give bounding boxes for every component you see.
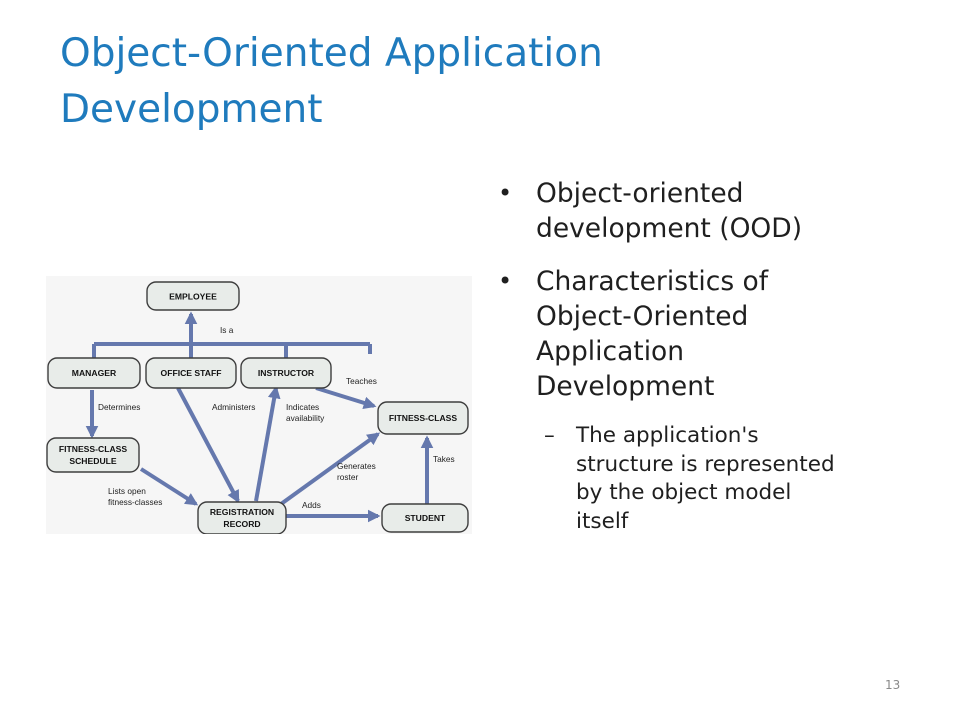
bullet-characteristics-line-4: Development <box>536 371 715 402</box>
page-number: 13 <box>885 678 901 692</box>
slide-title-line-1: Object-Oriented Application <box>60 31 603 76</box>
slide-title-line-2: Development <box>60 87 323 132</box>
bullet-ood-line-2: development (OOD) <box>536 213 803 244</box>
label-administers: Administers <box>212 402 255 412</box>
bullet-ood-line-1: Object-oriented <box>536 178 744 209</box>
sub-bullet-line-4: itself <box>576 508 629 534</box>
edge-lists-open <box>139 467 199 506</box>
sub-bullet-line-2: structure is represented <box>576 451 835 477</box>
node-manager: MANAGER <box>47 357 141 389</box>
node-instructor: INSTRUCTOR <box>240 357 332 389</box>
label-availability: availability <box>286 413 325 423</box>
slide-title: Object-Oriented Application Development <box>60 26 920 138</box>
sub-bullet-structure: – The application's structure is represe… <box>498 422 898 536</box>
node-schedule-label-1: FITNESS-CLASS <box>59 444 128 454</box>
node-instructor-label: INSTRUCTOR <box>258 368 315 378</box>
diagram-edges <box>85 311 434 523</box>
label-fitness-classes: fitness-classes <box>108 497 162 507</box>
label-adds: Adds <box>302 500 321 510</box>
edge-teaches <box>315 386 377 410</box>
edge-indicates-availability <box>254 385 281 502</box>
node-fitness-class: FITNESS-CLASS <box>377 401 469 435</box>
node-registration-label-2: RECORD <box>223 519 260 529</box>
label-teaches: Teaches <box>346 376 377 386</box>
sub-bullet-line-3: by the object model <box>576 480 792 505</box>
node-fitness-class-schedule: FITNESS-CLASS SCHEDULE <box>46 437 140 473</box>
node-schedule-label-2: SCHEDULE <box>69 456 117 466</box>
edge-generates-roster <box>279 432 381 506</box>
node-registration-record: REGISTRATION RECORD <box>197 501 287 534</box>
node-office-staff: OFFICE STAFF <box>145 357 237 389</box>
diagram-edge-labels: Is a Teaches Determines Administers Indi… <box>98 325 455 510</box>
node-office-staff-label: OFFICE STAFF <box>161 368 222 378</box>
bullet-characteristics-line-1: Characteristics of <box>536 266 769 297</box>
label-generates: Generates <box>337 461 376 471</box>
label-is-a: Is a <box>220 325 234 335</box>
bullet-characteristics-line-3: Application <box>536 336 685 367</box>
node-manager-label: MANAGER <box>72 368 117 378</box>
node-student: STUDENT <box>381 503 469 533</box>
label-lists-open: Lists open <box>108 486 146 496</box>
label-roster: roster <box>337 472 358 482</box>
label-indicates: Indicates <box>286 402 319 412</box>
node-registration-label-1: REGISTRATION <box>210 507 274 517</box>
bullet-list: Object-oriented development (OOD) Charac… <box>498 176 898 536</box>
edge-administers <box>176 387 240 504</box>
node-fitness-class-label: FITNESS-CLASS <box>389 413 458 423</box>
label-determines: Determines <box>98 402 140 412</box>
bullet-characteristics: Characteristics of Object-Oriented Appli… <box>498 264 898 404</box>
node-employee-label: EMPLOYEE <box>169 292 217 302</box>
object-model-diagram: Is a Teaches Determines Administers Indi… <box>46 276 472 534</box>
bullet-characteristics-line-2: Object-Oriented <box>536 301 749 332</box>
node-employee: EMPLOYEE <box>146 281 240 311</box>
bullet-ood: Object-oriented development (OOD) <box>498 176 898 246</box>
node-student-label: STUDENT <box>405 513 446 523</box>
label-takes: Takes <box>433 454 455 464</box>
sub-bullet-line-1: The application's <box>576 423 759 448</box>
sub-bullet-dash: – <box>544 423 555 448</box>
